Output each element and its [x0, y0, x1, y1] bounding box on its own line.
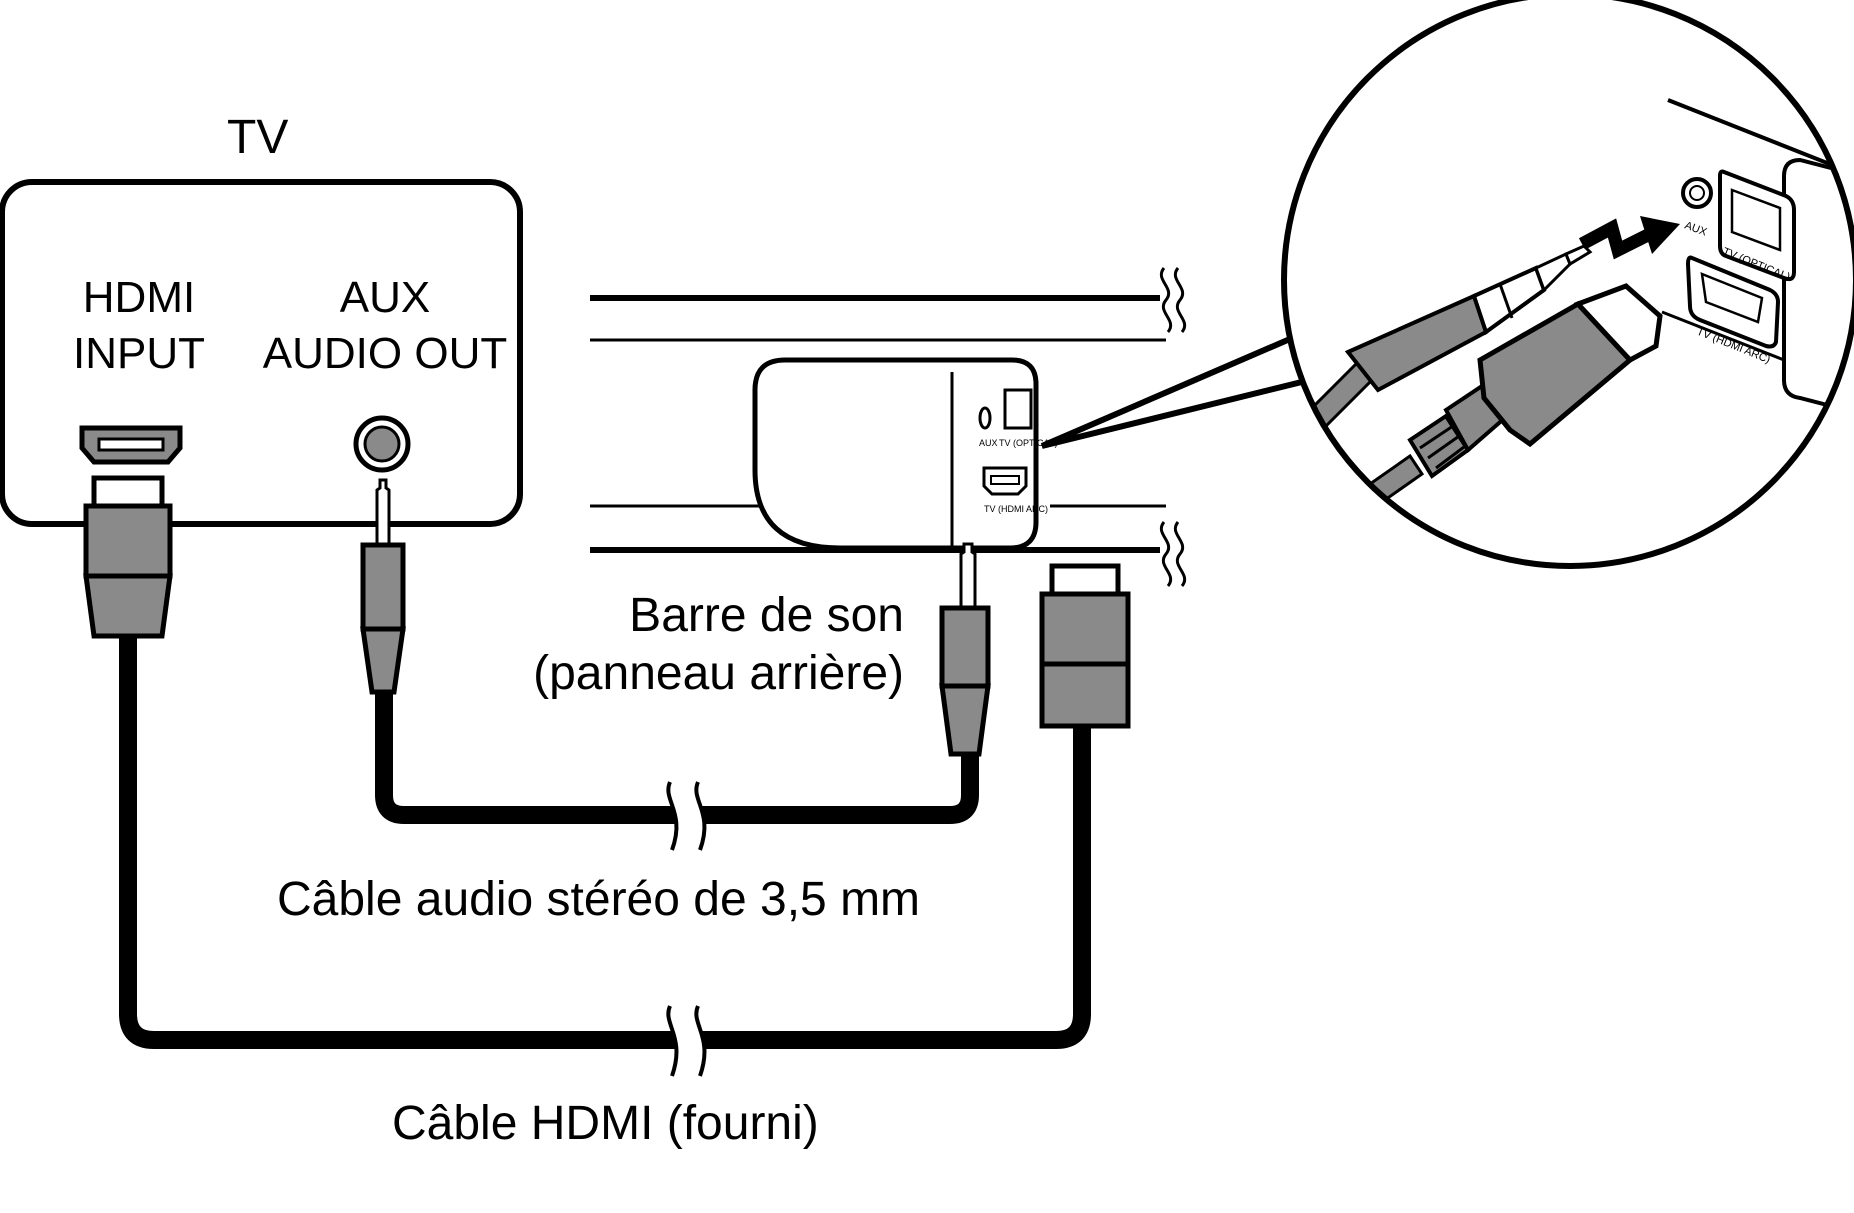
soundbar-label-line2: (panneau arrière) — [533, 647, 904, 700]
soundbar-hdmi-port-label: TV (HDMI ARC) — [984, 504, 1048, 514]
hdmi-plug-tv — [83, 475, 173, 639]
soundbar-aux-port — [978, 406, 992, 430]
tv-aux-jack — [353, 415, 411, 473]
tv-hdmi-port — [79, 425, 183, 465]
tv-hdmi-label-line1: HDMI — [82, 273, 196, 322]
soundbar-aux-port-label: AUX — [979, 438, 998, 448]
audio-cable-break — [666, 781, 707, 851]
zoom-audio-plug — [1297, 244, 1593, 439]
tv-hdmi-label-line2: INPUT — [73, 329, 205, 378]
soundbar-label: Barre de son (panneau arrière) — [480, 592, 904, 698]
zoom-callout-circle — [1281, 0, 1854, 569]
audio-plug-soundbar — [939, 542, 991, 757]
insertion-arrow-icon — [1578, 216, 1680, 260]
hdmi-plug-soundbar — [1039, 563, 1131, 729]
audio-cable-label: Câble audio stéréo de 3,5 mm — [277, 873, 921, 926]
hdmi-cable-break — [666, 1005, 707, 1077]
zoom-callout-pointer — [1040, 321, 1324, 449]
audio-plug-tv — [360, 478, 406, 695]
soundbar-hdmi-port — [982, 466, 1028, 496]
tv-aux-label: AUX AUDIO OUT — [250, 276, 520, 376]
soundbar-optical-port — [1003, 388, 1033, 430]
hdmi-cable-line — [119, 634, 1091, 1049]
tv-aux-label-line2: AUDIO OUT — [262, 329, 508, 378]
tv-title: TV — [227, 111, 289, 164]
hdmi-cable-label: Câble HDMI (fourni) — [392, 1097, 819, 1150]
tv-hdmi-label: HDMI INPUT — [54, 276, 224, 376]
zoom-hdmi-plug — [1367, 283, 1663, 505]
soundbar-optical-port-label: TV (OPTICAL) — [999, 438, 1058, 448]
soundbar-label-line1: Barre de son — [629, 589, 904, 642]
zoom-detail: AUX TV (OPTICAL) TV (HDMI ARC) — [1297, 98, 1854, 505]
soundbar-body — [752, 357, 1039, 551]
tv-aux-label-line1: AUX — [339, 273, 431, 322]
